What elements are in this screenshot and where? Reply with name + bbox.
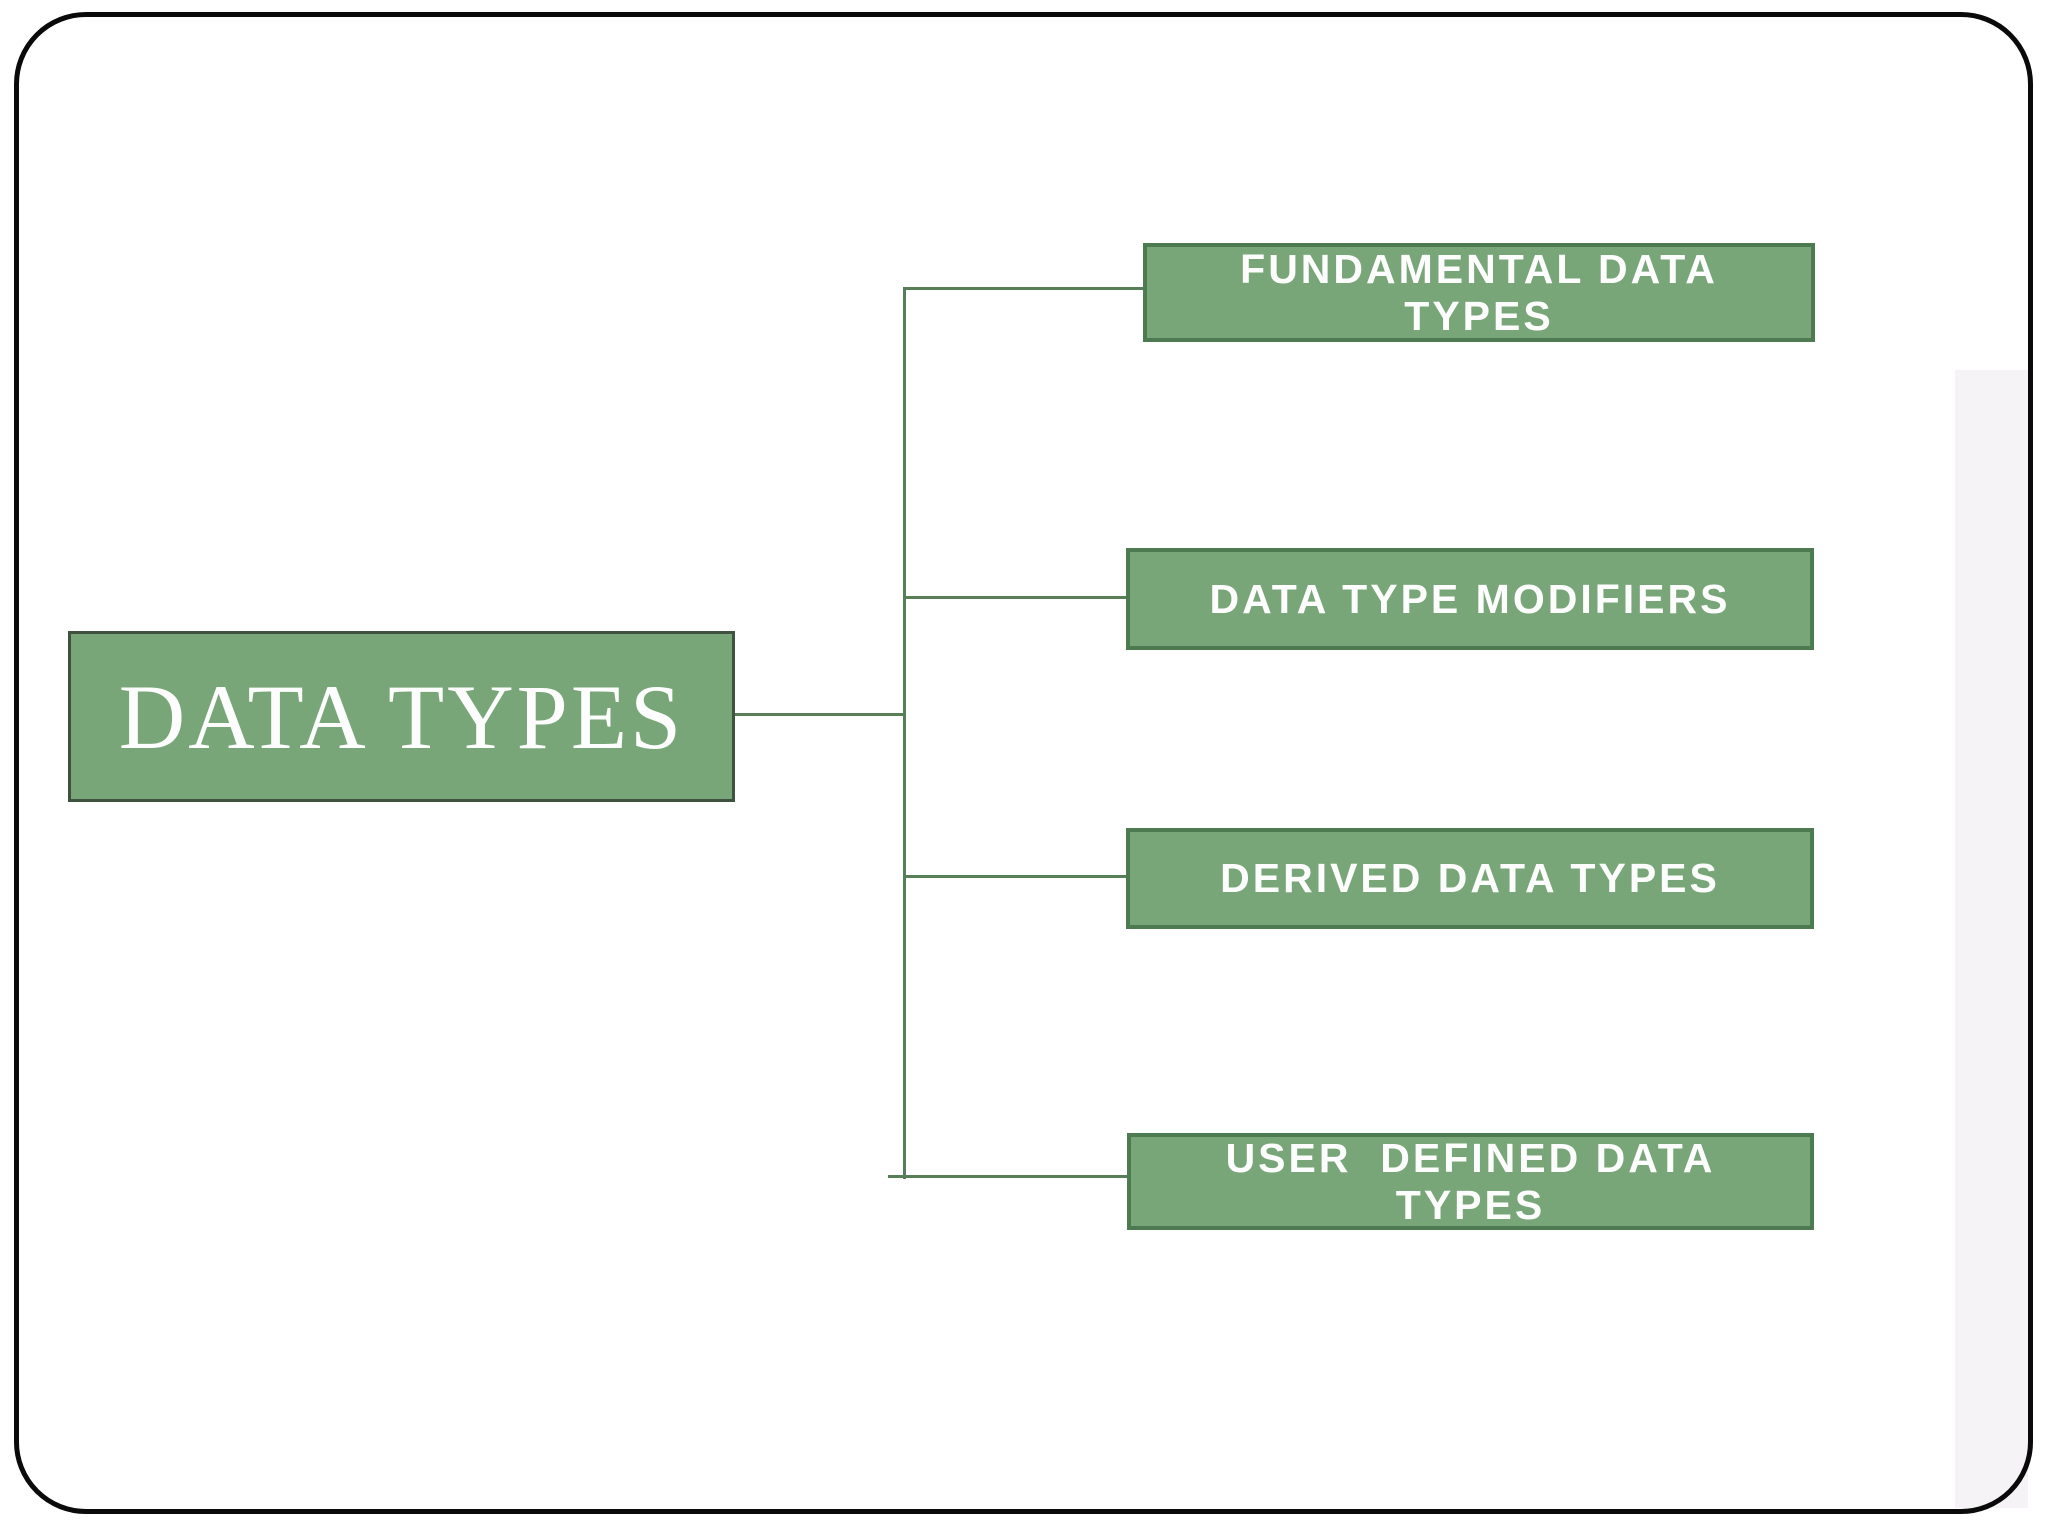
- node-label-user-defined-data-types: USER DEFINED DATA TYPES: [1225, 1134, 1730, 1228]
- diagram-node-user-defined-data-types: USER DEFINED DATA TYPES: [1127, 1133, 1814, 1230]
- connector-branch-modifiers: [905, 596, 1127, 599]
- diagram-node-fundamental-data-types: FUNDAMENTAL DATA TYPES: [1143, 243, 1815, 342]
- root-node-label: DATA TYPES: [118, 665, 685, 768]
- diagram-root-node-data-types: DATA TYPES: [68, 631, 735, 802]
- diagram-node-data-type-modifiers: DATA TYPE MODIFIERS: [1126, 548, 1814, 650]
- connector-branch-user-defined: [888, 1175, 1127, 1178]
- connector-root-to-trunk: [735, 713, 905, 716]
- background-tint: [1955, 370, 2028, 1508]
- slide-border: [14, 12, 2033, 1514]
- node-label-data-type-modifiers: DATA TYPE MODIFIERS: [1209, 575, 1731, 622]
- connector-branch-fundamental: [905, 287, 1143, 290]
- connector-trunk: [903, 287, 906, 1179]
- connector-branch-derived: [905, 875, 1127, 878]
- diagram-node-derived-data-types: DERIVED DATA TYPES: [1126, 828, 1814, 929]
- node-label-fundamental-data-types: FUNDAMENTAL DATA TYPES: [1240, 245, 1733, 339]
- node-label-derived-data-types: DERIVED DATA TYPES: [1220, 855, 1720, 901]
